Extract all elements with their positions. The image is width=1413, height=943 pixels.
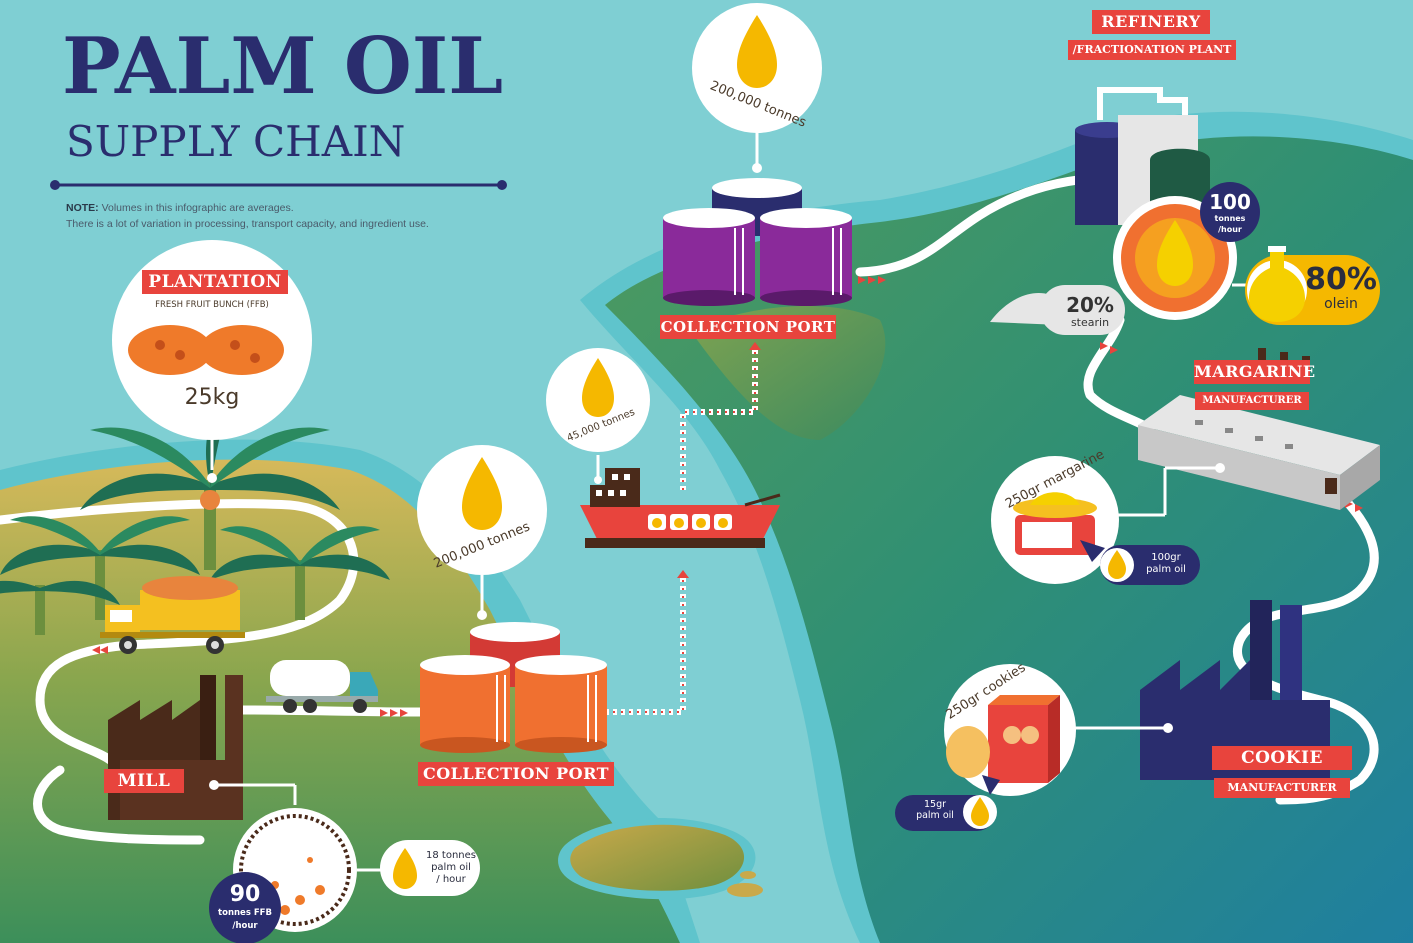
olein-label: olein bbox=[1324, 296, 1358, 312]
stearin-percent: 20% bbox=[1066, 293, 1114, 317]
margarine-factory bbox=[1138, 348, 1380, 510]
palm-trees bbox=[0, 400, 390, 635]
mill-output-1: 18 tonnes bbox=[426, 850, 476, 861]
refinery-rate-unit-2: /hour bbox=[1218, 225, 1242, 234]
cookie-sublabel: MANUFACTURER bbox=[1214, 778, 1350, 798]
stearin-label: stearin bbox=[1070, 316, 1110, 329]
fruit-truck bbox=[100, 576, 245, 654]
ship-bubble bbox=[546, 348, 650, 484]
mill-capacity-value: 90 bbox=[229, 882, 261, 907]
collection-port-1-bubble bbox=[417, 445, 547, 620]
refinery-rate-unit-1: tonnes bbox=[1214, 214, 1246, 223]
mill-output-3: / hour bbox=[436, 874, 466, 885]
cookie-bubble bbox=[895, 664, 1173, 831]
plantation-sublabel: FRESH FRUIT BUNCH (FFB) bbox=[155, 300, 269, 310]
collection-port-2-bubble bbox=[692, 3, 822, 173]
mill-capacity-unit-1: tonnes FFB bbox=[218, 908, 272, 918]
margarine-sublabel: MANUFACTURER bbox=[1195, 392, 1309, 410]
refinery-label: REFINERY bbox=[1084, 10, 1218, 38]
note: NOTE: Volumes in this infographic are av… bbox=[66, 200, 506, 232]
cookie-oil-amount: 15gr bbox=[923, 799, 947, 810]
margarine-label: MARGARINE bbox=[1186, 360, 1318, 388]
collection-port-1-label: COLLECTION PORT bbox=[410, 762, 622, 790]
mill-output-2: palm oil bbox=[431, 862, 471, 873]
collection-port-2-tanks bbox=[663, 178, 852, 306]
cookie-oil-label: palm oil bbox=[916, 810, 954, 821]
note-line-1: Volumes in this infographic are averages… bbox=[98, 202, 294, 214]
mill-capacity-unit-2: /hour bbox=[232, 921, 258, 931]
plantation-weight: 25kg bbox=[184, 385, 240, 410]
margarine-oil-amount: 100gr bbox=[1151, 552, 1181, 563]
collection-port-1-tanks bbox=[420, 622, 607, 753]
note-line-2: There is a lot of variation in processin… bbox=[66, 218, 429, 230]
collection-port-2-label: COLLECTION PORT bbox=[652, 315, 844, 343]
margarine-bubble bbox=[991, 456, 1225, 585]
refinery-output-bubbles bbox=[1040, 182, 1380, 335]
cookie-label: COOKIE bbox=[1204, 746, 1360, 774]
tanker-truck bbox=[266, 660, 378, 713]
page-title: PALM OIL bbox=[62, 21, 504, 112]
refinery-rate-value: 100 bbox=[1209, 190, 1251, 214]
refinery-sublabel: /FRACTIONATION PLANT bbox=[1068, 40, 1236, 60]
margarine-oil-label: palm oil bbox=[1146, 564, 1186, 575]
plantation-label: PLANTATION bbox=[134, 270, 296, 298]
page-subtitle: SUPPLY CHAIN bbox=[66, 117, 406, 166]
note-label: NOTE: bbox=[66, 202, 99, 214]
tanker-ship bbox=[580, 468, 781, 548]
olein-percent: 80% bbox=[1305, 262, 1377, 297]
mill-label: MILL bbox=[96, 769, 192, 797]
mill-capacity-bubble bbox=[209, 780, 480, 943]
